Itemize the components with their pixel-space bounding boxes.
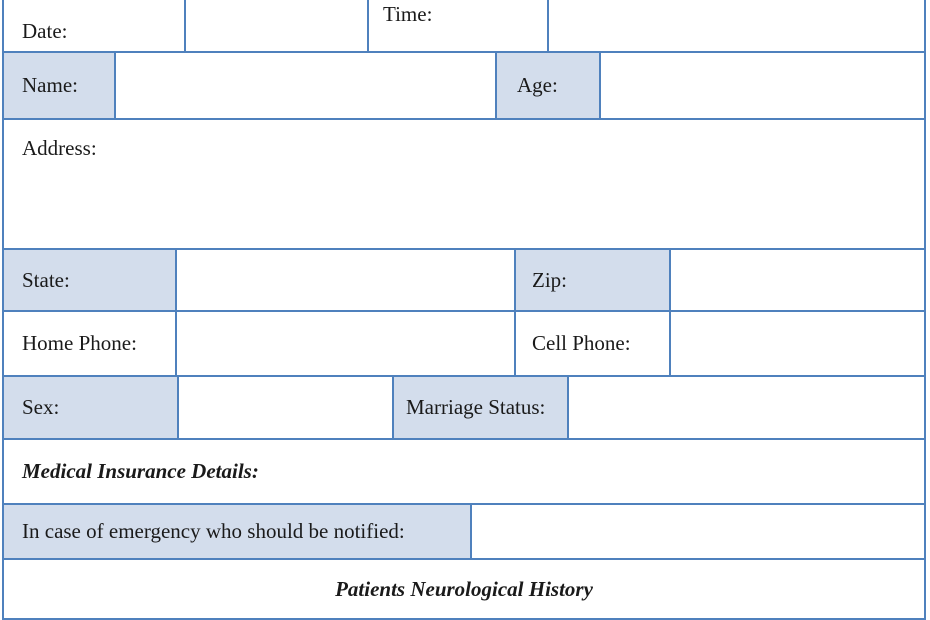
address-label: Address: — [22, 136, 97, 160]
row-address: Address: — [4, 120, 924, 250]
emergency-label: In case of emergency who should be notif… — [22, 519, 405, 543]
age-label-cell: Age: — [497, 53, 601, 118]
home-phone-input-cell[interactable] — [177, 312, 516, 375]
state-label-cell: State: — [4, 250, 177, 310]
date-label-cell: Date: — [4, 0, 186, 51]
row-phones: Home Phone: Cell Phone: — [4, 312, 924, 377]
marriage-status-label: Marriage Status: — [406, 395, 546, 419]
marriage-status-label-cell: Marriage Status: — [394, 377, 569, 438]
emergency-input-cell[interactable] — [472, 505, 924, 558]
neurological-history-header-cell: Patients Neurological History — [4, 560, 924, 618]
row-state-zip: State: Zip: — [4, 250, 924, 312]
row-sex-marriage: Sex: Marriage Status: — [4, 377, 924, 440]
neurological-history-title: Patients Neurological History — [335, 576, 593, 601]
name-label: Name: — [22, 73, 78, 97]
row-date-time: Date: Time: — [4, 0, 924, 53]
address-input-cell[interactable]: Address: — [4, 120, 924, 248]
zip-input-cell[interactable] — [671, 250, 924, 310]
cell-phone-label-cell: Cell Phone: — [516, 312, 671, 375]
marriage-status-input-cell[interactable] — [569, 377, 924, 438]
row-name-age: Name: Age: — [4, 53, 924, 120]
state-label: State: — [22, 267, 70, 292]
sex-label-cell: Sex: — [4, 377, 179, 438]
age-label: Age: — [517, 73, 558, 97]
date-label: Date: — [22, 19, 68, 43]
date-input-cell[interactable] — [186, 0, 369, 51]
zip-label: Zip: — [532, 267, 567, 292]
name-input-cell[interactable] — [116, 53, 497, 118]
time-label: Time: — [383, 2, 433, 26]
zip-label-cell: Zip: — [516, 250, 671, 310]
sex-label: Sex: — [22, 395, 60, 419]
medical-insurance-label: Medical Insurance Details: — [22, 459, 259, 483]
time-label-cell: Time: — [369, 0, 549, 51]
emergency-label-cell: In case of emergency who should be notif… — [4, 505, 472, 558]
name-label-cell: Name: — [4, 53, 116, 118]
time-input-cell[interactable] — [549, 0, 924, 51]
row-medical-insurance: Medical Insurance Details: — [4, 440, 924, 505]
cell-phone-input-cell[interactable] — [671, 312, 924, 375]
row-emergency-contact: In case of emergency who should be notif… — [4, 505, 924, 560]
home-phone-label-cell: Home Phone: — [4, 312, 177, 375]
age-input-cell[interactable] — [601, 53, 924, 118]
row-neurological-history: Patients Neurological History — [4, 560, 924, 618]
state-input-cell[interactable] — [177, 250, 516, 310]
cell-phone-label: Cell Phone: — [532, 331, 631, 355]
sex-input-cell[interactable] — [179, 377, 394, 438]
home-phone-label: Home Phone: — [22, 331, 137, 355]
medical-insurance-cell[interactable]: Medical Insurance Details: — [4, 440, 924, 503]
